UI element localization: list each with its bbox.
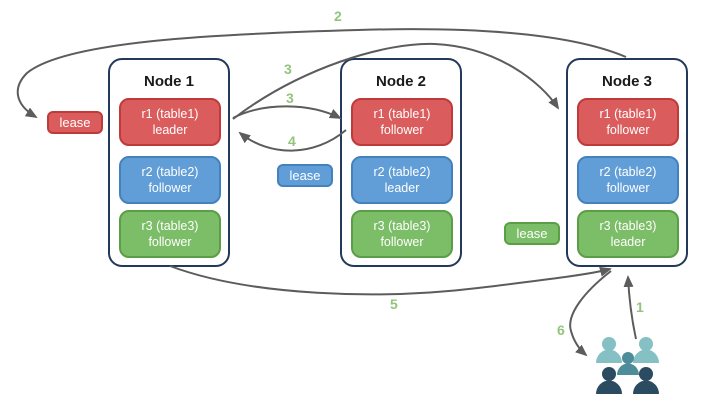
step-6-label: 6: [557, 322, 565, 338]
replica-role: follower: [380, 235, 424, 249]
arrow-step-6: [569, 270, 612, 357]
replica-label: r3 (table3): [599, 218, 657, 233]
replica-label: r2 (table2): [373, 164, 431, 179]
lease-tag-table3: lease: [504, 222, 560, 245]
lease-tag-table2: lease: [277, 164, 333, 187]
lease-tag-table1: lease: [47, 111, 103, 134]
replica-label: r1 (table1): [373, 106, 431, 121]
replica-role: leader: [152, 123, 188, 137]
replica-role: follower: [380, 123, 424, 137]
step-3b-label: 3: [286, 90, 294, 106]
node-2-replica-r3: r3 (table3) follower: [351, 210, 453, 258]
replica-role: follower: [148, 181, 192, 195]
node-1-box: Node 1 r1 (table1) leader r2 (table2) fo…: [108, 58, 230, 267]
step-2-label: 2: [334, 8, 342, 24]
node-2-box: Node 2 r1 (table1) follower r2 (table2) …: [340, 58, 462, 267]
node-3-title: Node 3: [601, 73, 652, 90]
replica-label: r2 (table2): [141, 164, 199, 179]
arrow-step-3-to-node2: [232, 105, 342, 119]
arrow-step-3-to-node3: [232, 42, 560, 120]
replica-label: r3 (table3): [373, 218, 431, 233]
step-4-label: 4: [288, 133, 296, 149]
step-3a-label: 3: [284, 61, 292, 77]
node-2-replica-r2: r2 (table2) leader: [351, 156, 453, 204]
replica-role: follower: [606, 123, 650, 137]
node-3-replica-r3: r3 (table3) leader: [577, 210, 679, 258]
node-3-box: Node 3 r1 (table1) follower r2 (table2) …: [566, 58, 688, 267]
users-icon: [596, 337, 659, 394]
replica-role: follower: [148, 235, 192, 249]
arrow-step-1: [623, 275, 637, 340]
arrow-step-2: [16, 28, 627, 119]
node-2-title: Node 2: [375, 73, 426, 90]
replica-label: r2 (table2): [599, 164, 657, 179]
arrow-step-4: [238, 129, 347, 152]
replica-role: follower: [606, 181, 650, 195]
arrow-step-5: [169, 265, 612, 296]
replica-role: leader: [384, 181, 420, 195]
replica-role: leader: [610, 235, 646, 249]
replica-label: r1 (table1): [141, 106, 199, 121]
node-1-replica-r2: r2 (table2) follower: [119, 156, 221, 204]
replica-label: r3 (table3): [141, 218, 199, 233]
step-1-label: 1: [636, 299, 644, 315]
node-2-replica-r1: r1 (table1) follower: [351, 98, 453, 146]
replica-label: r1 (table1): [599, 106, 657, 121]
node-1-replica-r1: r1 (table1) leader: [119, 98, 221, 146]
node-3-replica-r2: r2 (table2) follower: [577, 156, 679, 204]
node-1-replica-r3: r3 (table3) follower: [119, 210, 221, 258]
node-1-title: Node 1: [143, 73, 194, 90]
step-5-label: 5: [390, 296, 398, 312]
node-3-replica-r1: r1 (table1) follower: [577, 98, 679, 146]
